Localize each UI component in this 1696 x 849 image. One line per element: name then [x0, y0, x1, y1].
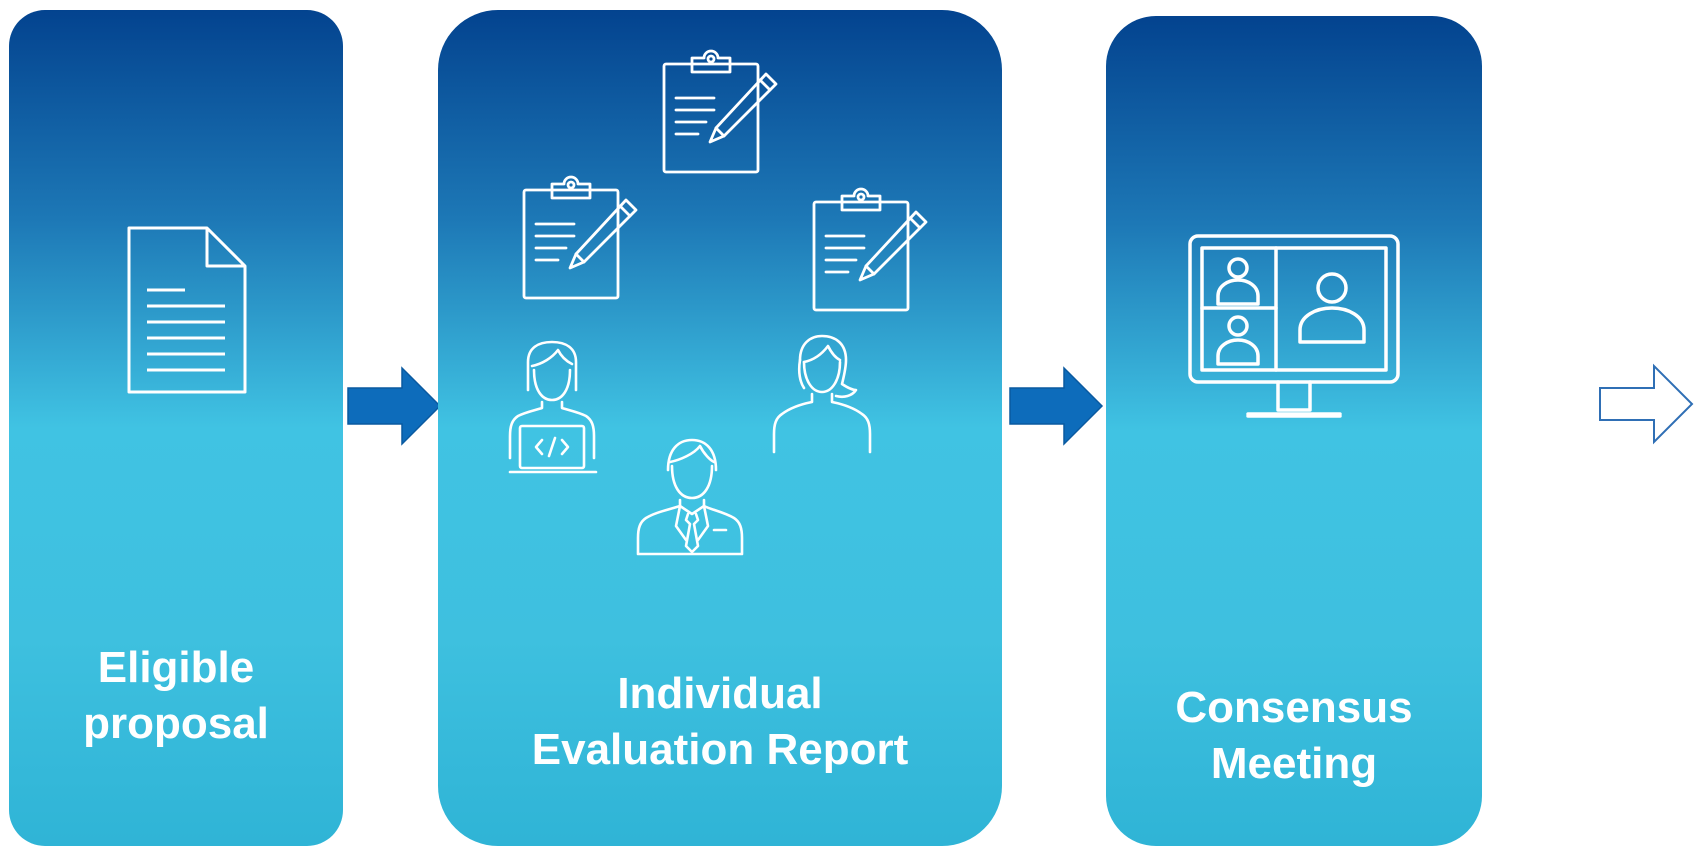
step-label-line-1: Consensus: [1175, 683, 1413, 732]
step-label-line-1: Eligible: [97, 643, 255, 692]
clipboard-pencil-icon: [522, 175, 646, 300]
document-icon: [127, 226, 247, 394]
arrow-right-icon: [1008, 366, 1104, 446]
step-label-line-2: Evaluation Report: [531, 725, 909, 774]
businessman-icon: [636, 436, 744, 556]
video-conference-monitor-icon: [1188, 234, 1400, 434]
step-eligible-proposal: Eligible proposal: [9, 10, 343, 846]
female-developer-icon: [506, 340, 602, 480]
step-label: Eligible proposal: [9, 640, 343, 752]
step-consensus-meeting: Consensus Meeting: [1106, 16, 1482, 846]
arrow-right-icon: [346, 366, 442, 446]
female-person-icon: [770, 332, 874, 454]
clipboard-pencil-icon: [812, 187, 936, 312]
step-label-line-2: Meeting: [1210, 739, 1378, 788]
step-label-line-1: Individual: [617, 669, 823, 718]
arrow-right-outline-icon: [1598, 363, 1694, 445]
step-label-line-2: proposal: [83, 699, 269, 748]
clipboard-pencil-icon: [662, 49, 786, 174]
step-individual-evaluation-report: Individual Evaluation Report: [438, 10, 1002, 846]
step-label: Consensus Meeting: [1106, 680, 1482, 792]
step-label: Individual Evaluation Report: [438, 666, 1002, 778]
